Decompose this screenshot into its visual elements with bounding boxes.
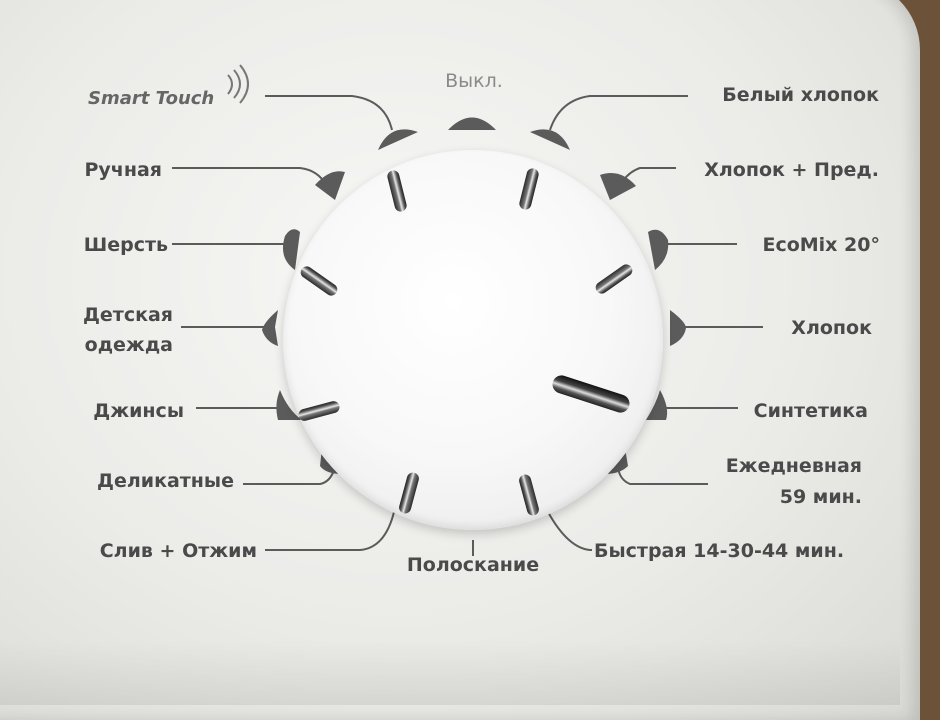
marker-synthetics [646, 390, 668, 420]
marker-delicate [320, 448, 342, 474]
program-ecomix: EcoMix 20° [762, 234, 880, 256]
program-kids-line1: Детская [83, 304, 173, 326]
knob-grip-slot [593, 262, 635, 296]
off-label: Выкл. [445, 70, 503, 92]
knob-grip-slot [386, 169, 408, 213]
program-cotton: Хлопок [791, 317, 872, 339]
program-cotton-prewash: Хлопок + Пред. [704, 159, 879, 181]
program-white-cotton: Белый хлопок [722, 84, 879, 106]
line-drain-spin [265, 511, 395, 551]
marker-daily [605, 448, 628, 474]
marker-kids [262, 310, 278, 346]
marker-ecomix [648, 229, 669, 270]
line-quick [547, 511, 592, 551]
marker-wool [282, 229, 300, 270]
marker-hand-wash [315, 171, 345, 200]
knob-grip-slot [518, 167, 540, 211]
program-synthetics: Синтетика [753, 400, 868, 422]
line-daily [617, 467, 708, 485]
knob-pointer-indicator [550, 373, 632, 415]
smart-touch-label: Smart Touch [88, 88, 215, 109]
program-delicate: Деликатные [97, 470, 234, 492]
program-quick: Быстрая 14-30-44 мин. [594, 540, 845, 562]
knob-grip-slot [297, 399, 341, 423]
marker-cotton-prewash [600, 173, 636, 200]
marker-smart-touch [378, 129, 418, 150]
line-white-cotton [549, 95, 688, 131]
program-wool: Шерсть [83, 234, 168, 256]
marker-off [448, 117, 496, 130]
program-drain-spin: Слив + Отжим [99, 540, 257, 562]
marker-jeans [276, 390, 302, 420]
wifi-arc-1 [227, 74, 233, 95]
program-hand-wash: Ручная [84, 159, 162, 181]
line-delicate [243, 469, 335, 485]
line-hand-wash [172, 167, 328, 187]
knob-grip-slot [298, 264, 340, 298]
marker-white-cotton [530, 129, 570, 150]
program-selector-knob[interactable] [283, 150, 663, 530]
program-daily-line1: Ежедневная [725, 455, 862, 477]
wifi-arc-3 [239, 64, 249, 104]
line-smart-touch [265, 95, 393, 131]
marker-cotton [670, 310, 686, 346]
knob-grip-slot [517, 473, 541, 517]
program-kids-line2: одежда [84, 334, 173, 356]
program-jeans: Джинсы [93, 400, 184, 422]
wifi-arc-2 [233, 69, 241, 99]
program-daily-line2: 59 мин. [779, 486, 862, 508]
program-rinse: Полоскание [406, 554, 540, 576]
knob-grip-slot [397, 471, 421, 515]
panel-bottom-edge [0, 640, 900, 705]
